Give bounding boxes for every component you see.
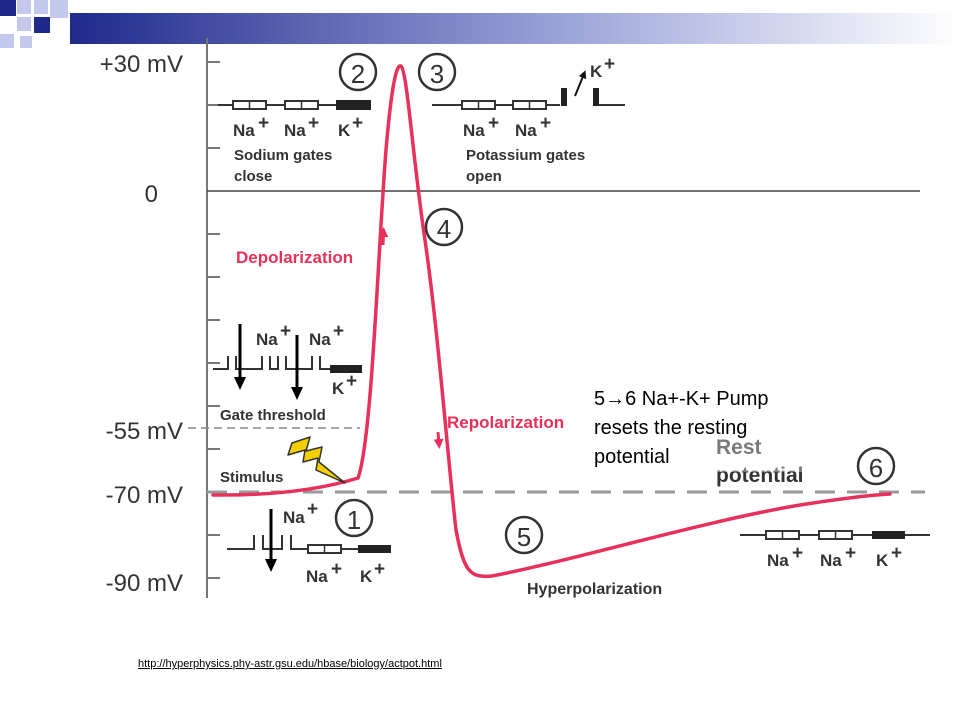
pump-annotation: 5→6 Na+-K+ Pump resets the resting poten… (594, 385, 824, 472)
gate-plus-sign: + (488, 113, 499, 134)
annotation-pump-text: 6 Na+-K+ Pump (625, 388, 769, 410)
repolarization-label: Repolarization (447, 413, 564, 432)
gate-plus-sign: + (604, 54, 615, 75)
gate-na-label: Na (463, 121, 485, 140)
gate-threshold-label: Gate threshold (220, 407, 326, 424)
gate-plus-sign: + (792, 543, 803, 564)
gate-na-label: Na (283, 508, 305, 527)
gate-plus-sign: + (331, 559, 342, 580)
potassium-gates-label-line1: Potassium gates (466, 147, 585, 164)
action-potential-curve (211, 64, 892, 579)
step-4-number: 4 (437, 214, 451, 244)
y-label-minus70: -70 mV (106, 482, 183, 509)
annotation-arrow-icon: → (605, 388, 626, 410)
step-1-number: 1 (347, 505, 361, 535)
gate-na-label: Na (820, 551, 842, 570)
sodium-gates-label-line1: Sodium gates (234, 147, 332, 164)
y-label-plus30: +30 mV (100, 51, 183, 78)
y-label-zero: 0 (145, 181, 158, 208)
gate-k-label: K (876, 551, 889, 570)
gate-na-label: Na (233, 121, 255, 140)
gate-na-label: Na (515, 121, 537, 140)
gate-na-label: Na (309, 330, 331, 349)
gate-plus-sign: + (891, 543, 902, 564)
step-5-number: 5 (517, 522, 531, 552)
gate-plus-sign: + (308, 113, 319, 134)
potassium-gates-label-line2: open (466, 168, 502, 185)
gate-plus-sign: + (346, 371, 357, 392)
gate-na-label: Na (767, 551, 789, 570)
gate-k-label: K (590, 62, 603, 81)
voltage-axis (206, 38, 220, 598)
gate-row-threshold: Na + Na + K + (213, 321, 362, 398)
lightning-bolt-icon (287, 436, 346, 484)
y-label-minus90: -90 mV (106, 570, 183, 597)
rest-label-line1: Rest (716, 436, 762, 459)
gate-plus-sign: + (258, 113, 269, 134)
step-5-marker: 5 (504, 515, 544, 555)
gate-row-step-2: Na + Na + K + Sodium gates close (218, 100, 371, 185)
step-6-number: 6 (869, 453, 883, 483)
step-2-number: 2 (351, 59, 365, 89)
step-1-marker: 1 (334, 498, 374, 538)
step-2-marker: 2 (338, 52, 378, 92)
gate-row-step-1: Na + Na + K + (227, 499, 391, 586)
pump-annotation-line-2: resets the resting (594, 417, 748, 439)
repolarization-arrow (433, 431, 444, 449)
gate-k-label: K (332, 379, 345, 398)
gate-k-label: K (360, 567, 373, 586)
gate-na-label: Na (256, 330, 278, 349)
gate-plus-sign: + (333, 321, 344, 342)
source-link[interactable]: http://hyperphysics.phy-astr.gsu.edu/hba… (138, 658, 442, 670)
slide-header-decoration (0, 0, 960, 48)
gate-plus-sign: + (845, 543, 856, 564)
gate-k-label: K (338, 121, 351, 140)
step-4-marker: 4 (424, 207, 464, 247)
step-3-marker: 3 (417, 52, 457, 92)
gate-row-step-6: Na + Na + K + (740, 530, 930, 570)
depolarization-arrow (378, 227, 389, 246)
gate-plus-sign: + (307, 499, 318, 520)
stimulus-label: Stimulus (220, 469, 283, 486)
gate-plus-sign: + (540, 113, 551, 134)
gate-na-label: Na (284, 121, 306, 140)
sodium-gates-label-line2: close (234, 168, 272, 185)
y-label-minus55: -55 mV (106, 418, 183, 445)
hyperpolarization-label: Hyperpolarization (527, 581, 662, 598)
gate-plus-sign: + (280, 321, 291, 342)
gate-plus-sign: + (352, 113, 363, 134)
gate-na-label: Na (306, 567, 328, 586)
step-6-marker: 6 (856, 446, 896, 486)
depolarization-label: Depolarization (236, 248, 353, 267)
gate-row-step-3: K + Na + Na + Potassium gates open (432, 54, 625, 185)
pump-annotation-line-1: 5→6 Na+-K+ Pump (594, 385, 824, 414)
step-3-number: 3 (430, 59, 444, 89)
rest-label-line2: potential (716, 464, 804, 487)
pump-annotation-line-3: potential (594, 446, 670, 468)
annotation-step-5: 5 (594, 388, 606, 410)
gate-plus-sign: + (374, 559, 385, 580)
